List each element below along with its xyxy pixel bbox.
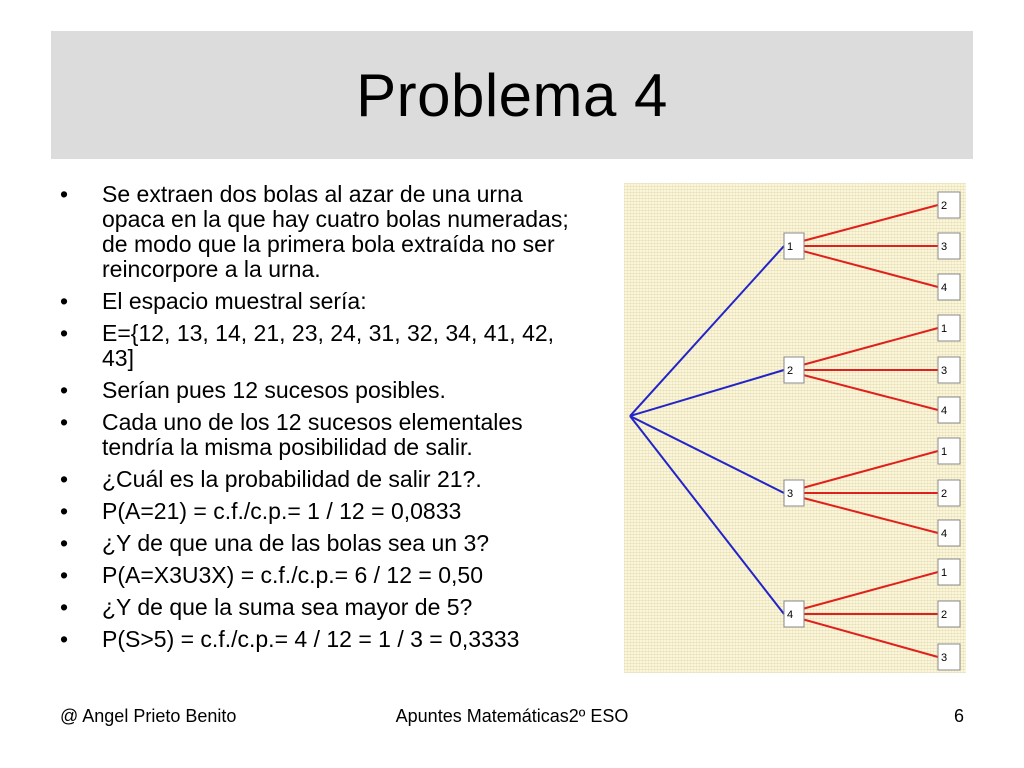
tree-node-label: 2 <box>787 365 793 377</box>
bullet-item: •El espacio muestral sería: <box>60 288 367 314</box>
tree-node-label: 4 <box>787 609 793 621</box>
second-level-branch <box>783 245 939 288</box>
tree-node-label: 1 <box>787 241 793 253</box>
first-level-branch <box>629 245 785 417</box>
bullet-item: •E={12, 13, 14, 21, 23, 24, 31, 32, 34, … <box>60 320 555 371</box>
tree-node-label: 1 <box>941 567 947 579</box>
second-level-node: 1 <box>937 558 961 586</box>
second-level-node: 2 <box>937 479 961 507</box>
tree-node-label: 2 <box>941 488 947 500</box>
bullet-dot: • <box>60 320 69 346</box>
second-level-branch <box>783 369 939 411</box>
tree-node-label: 3 <box>941 241 947 253</box>
tree-node-label: 3 <box>941 365 947 377</box>
second-level-node: 4 <box>937 519 961 547</box>
second-level-branch <box>783 613 939 658</box>
tree-node-label: 4 <box>941 405 947 417</box>
second-level-branch <box>783 492 939 534</box>
bullet-dot: • <box>60 466 69 492</box>
first-level-node: 3 <box>783 479 805 507</box>
bullet-dot: • <box>60 181 69 207</box>
footer-author: @ Angel Prieto Benito <box>60 706 237 726</box>
bullet-dot: • <box>60 530 69 556</box>
tree-node-label: 4 <box>941 528 947 540</box>
tree-node-label: 3 <box>787 488 793 500</box>
first-level-branch <box>629 369 785 417</box>
second-level-node: 1 <box>937 314 961 342</box>
bullet-item: •Cada uno de los 12 sucesos elementales … <box>60 409 523 460</box>
bullet-dot: • <box>60 409 69 435</box>
bullet-item: •¿Y de que la suma sea mayor de 5? <box>60 594 473 620</box>
second-level-branch <box>783 450 939 494</box>
first-level-node: 1 <box>783 232 805 260</box>
tree-node-label: 1 <box>941 323 947 335</box>
probability-tree: 1 2 3 4 2 1 3 4 3 1 2 4 4 1 2 3 <box>624 183 966 673</box>
bullet-item: •Se extraen dos bolas al azar de una urn… <box>60 181 569 282</box>
second-level-branch <box>783 327 939 371</box>
bullet-dot: • <box>60 594 69 620</box>
slide-title: Problema 4 <box>356 61 668 129</box>
first-level-node: 2 <box>783 356 805 384</box>
second-level-node: 3 <box>937 356 961 384</box>
title-bar: Problema 4 <box>51 31 973 159</box>
second-level-node: 2 <box>937 191 961 219</box>
bullet-list: •Se extraen dos bolas al azar de una urn… <box>60 182 580 659</box>
bullet-dot: • <box>60 626 69 652</box>
second-level-node: 4 <box>937 273 961 301</box>
second-level-node: 2 <box>937 600 961 628</box>
second-level-branch <box>783 204 939 247</box>
bullet-dot: • <box>60 562 69 588</box>
bullet-item: •¿Y de que una de las bolas sea un 3? <box>60 530 490 556</box>
first-level-node: 4 <box>783 600 805 628</box>
second-level-node: 4 <box>937 396 961 424</box>
bullet-item: •Serían pues 12 sucesos posibles. <box>60 377 446 403</box>
bullet-item: •P(A=21) = c.f./c.p.= 1 / 12 = 0,0833 <box>60 498 462 524</box>
tree-node-label: 1 <box>941 446 947 458</box>
tree-node-label: 2 <box>941 609 947 621</box>
bullet-dot: • <box>60 498 69 524</box>
first-level-branch <box>629 415 785 494</box>
second-level-branch <box>783 571 939 615</box>
second-level-node: 3 <box>937 643 961 671</box>
footer-page-number: 6 <box>953 706 964 726</box>
tree-node-label: 2 <box>941 200 947 212</box>
tree-node-label: 3 <box>941 652 947 664</box>
bullet-item: •P(A=X3U3X) = c.f./c.p.= 6 / 12 = 0,50 <box>60 562 483 588</box>
second-level-node: 1 <box>937 437 961 465</box>
bullet-dot: • <box>60 288 69 314</box>
second-level-node: 3 <box>937 232 961 260</box>
first-level-branch <box>629 415 785 615</box>
bullet-item: •P(S>5) = c.f./c.p.= 4 / 12 = 1 / 3 = 0,… <box>60 626 520 652</box>
tree-diagram: 1 2 3 4 2 1 3 4 3 1 2 4 4 1 2 3 <box>629 191 961 671</box>
bullet-dot: • <box>60 377 69 403</box>
bullet-item: •¿Cuál es la probabilidad de salir 21?. <box>60 466 482 492</box>
tree-node-label: 4 <box>941 282 947 294</box>
footer-course: Apuntes Matemáticas2º ESO <box>395 706 629 726</box>
